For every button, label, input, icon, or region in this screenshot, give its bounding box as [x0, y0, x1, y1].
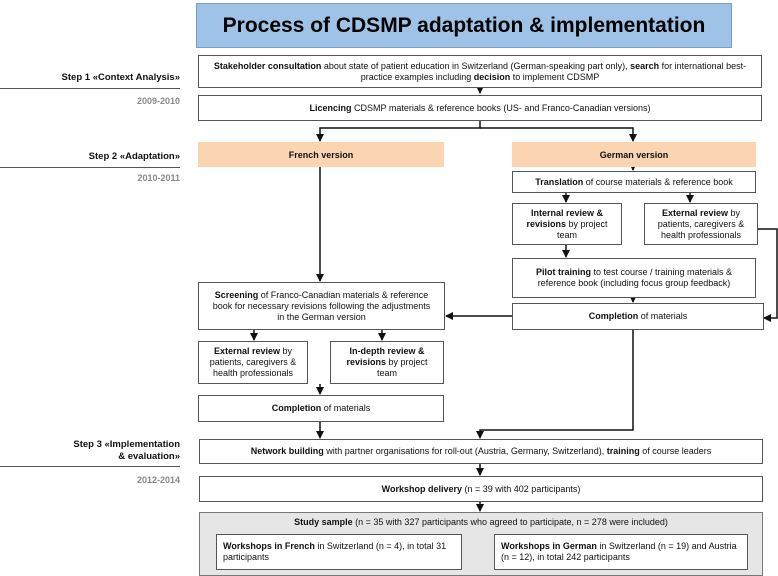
indepth-review-t1: by project team	[376, 357, 428, 378]
indepth-review-box: In-depth review & revisions by project t…	[330, 341, 444, 384]
completion-de-b1: Completion	[588, 311, 639, 321]
network-t1: with partner organisations for roll-out …	[323, 446, 607, 456]
workshops-de-b1: Workshops in German	[501, 541, 597, 551]
step-1-label: Step 1 «Context Analysis»	[61, 72, 180, 83]
workshop-delivery-box: Workshop delivery (n = 39 with 402 parti…	[199, 476, 763, 502]
stakeholder-b1: Stakeholder consultation	[213, 60, 322, 71]
french-version-header: French version	[198, 142, 444, 167]
translation-b1: Translation	[535, 176, 584, 187]
screening-b1: Screening	[214, 289, 259, 300]
screening-box: Screening of Franco-Canadian materials &…	[198, 282, 445, 330]
stakeholder-b3: decision	[473, 71, 511, 82]
study-sample-t1: (n = 35 with 327 participants who agreed…	[352, 517, 668, 527]
step-2-label: Step 2 «Adaptation»	[88, 151, 180, 162]
step-3-label-line1: Step 3 «Implementation	[73, 439, 180, 450]
study-sample-panel: Study sample (n = 35 with 327 participan…	[199, 512, 763, 576]
step-2-years: 2010-2011	[137, 173, 180, 183]
step-1-years: 2009-2010	[136, 96, 180, 106]
step-2-rule	[0, 167, 180, 168]
translation-box: Translation of course materials & refere…	[512, 171, 756, 193]
step-3-label-line2: & evaluation»	[118, 451, 180, 462]
pilot-training-t1: to test course / training materials & re…	[537, 267, 733, 288]
workshops-fr-b1: Workshops in French	[223, 541, 315, 551]
screening-t1: of Franco-Canadian materials & reference…	[212, 289, 431, 322]
workshops-french-box: Workshops in French in Switzerland (n = …	[216, 534, 462, 570]
stakeholder-b2: search	[630, 60, 660, 71]
german-version-header: German version	[512, 142, 756, 167]
workshops-fr-t1: in Switzerland (n = 4), in total 31 part…	[223, 541, 447, 562]
external-review-fr-b1: External review	[213, 346, 281, 356]
stakeholder-t3: to implement CDSMP	[510, 71, 600, 82]
external-review-fr-t1: by patients, caregivers & health profess…	[209, 346, 297, 378]
study-sample-b1: Study sample	[294, 517, 353, 527]
workshop-delivery-t1: (n = 39 with 402 participants)	[462, 483, 581, 494]
translation-t1: of course materials & reference book	[583, 176, 733, 187]
step-3-rule	[0, 466, 180, 467]
licencing-box: Licencing CDSMP materials & reference bo…	[198, 95, 762, 121]
stakeholder-t2: for international best-practice examples…	[360, 60, 747, 82]
completion-fr-t1: of materials	[321, 403, 371, 413]
completion-de-t1: of materials	[638, 311, 688, 321]
indepth-review-b1: In-depth review & revisions	[346, 346, 425, 367]
licencing-b1: Licencing	[309, 102, 352, 113]
licencing-t1: CDSMP materials & reference books (US- a…	[351, 102, 651, 113]
step-3-years: 2012-2014	[136, 475, 180, 485]
network-t2: of course leaders	[639, 446, 712, 456]
network-b2: training	[606, 446, 640, 456]
stakeholder-t1: about state of patient education in Swit…	[321, 60, 631, 71]
network-building-box: Network building with partner organisati…	[199, 439, 763, 464]
external-review-de-b1: External review	[661, 207, 729, 218]
stakeholder-consultation-box: Stakeholder consultation about state of …	[198, 55, 762, 88]
external-review-fr-box: External review by patients, caregivers …	[198, 341, 308, 384]
completion-de-box: Completion of materials	[512, 303, 764, 330]
network-b1: Network building	[250, 446, 324, 456]
workshops-de-t1: in Switzerland (n = 19) and Austria (n =…	[501, 541, 737, 562]
completion-fr-b1: Completion	[271, 403, 322, 413]
workshop-delivery-b1: Workshop delivery	[381, 483, 463, 494]
internal-review-t1: by project team	[556, 218, 608, 240]
pilot-training-b1: Pilot training	[535, 267, 591, 277]
workshops-german-box: Workshops in German in Switzerland (n = …	[494, 534, 748, 570]
step-3-label: Step 3 «Implementation & evaluation»	[0, 439, 180, 463]
study-sample-text: Study sample (n = 35 with 327 participan…	[200, 517, 762, 528]
internal-review-box: Internal review & revisions by project t…	[512, 203, 622, 245]
step-1-rule	[0, 88, 180, 89]
pilot-training-box: Pilot training to test course / training…	[512, 258, 756, 298]
completion-fr-box: Completion of materials	[198, 395, 444, 422]
external-review-de-t1: by patients, caregivers & health profess…	[657, 207, 745, 240]
diagram-title: Process of CDSMP adaptation & implementa…	[196, 3, 732, 48]
external-review-de-box: External review by patients, caregivers …	[644, 203, 758, 245]
internal-review-b1: Internal review & revisions	[526, 207, 604, 229]
